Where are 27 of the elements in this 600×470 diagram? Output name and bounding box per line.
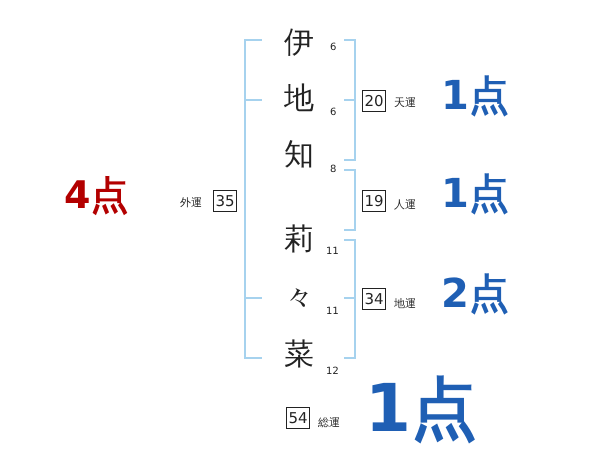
stroke-count: 12 (326, 367, 339, 377)
name-character: 伊 (284, 28, 314, 58)
point-score: 4点 (64, 176, 128, 214)
point-score: 1点 (441, 174, 509, 214)
fortune-label: 総運 (318, 417, 340, 428)
fortune-label: 外運 (180, 197, 202, 208)
fortune-label: 地運 (394, 298, 416, 309)
number-box: 20 (362, 90, 386, 112)
stroke-count: 11 (326, 307, 339, 317)
point-score: 1点 (365, 376, 477, 442)
name-character: 莉 (284, 225, 314, 255)
name-character: 々 (284, 283, 314, 313)
number-box: 34 (362, 288, 386, 310)
number-box: 19 (362, 190, 386, 212)
point-score: 1点 (441, 76, 509, 116)
stroke-count: 8 (330, 165, 336, 175)
stroke-count: 6 (330, 43, 336, 53)
stroke-count: 6 (330, 108, 336, 118)
number-box: 35 (213, 190, 237, 212)
name-character: 知 (284, 140, 314, 170)
name-character: 菜 (284, 340, 314, 370)
name-character: 地 (284, 84, 314, 114)
fortune-label: 天運 (394, 97, 416, 108)
number-box: 54 (286, 407, 310, 429)
point-score: 2点 (441, 274, 509, 314)
stroke-count: 11 (326, 247, 339, 257)
fortune-label: 人運 (394, 199, 416, 210)
